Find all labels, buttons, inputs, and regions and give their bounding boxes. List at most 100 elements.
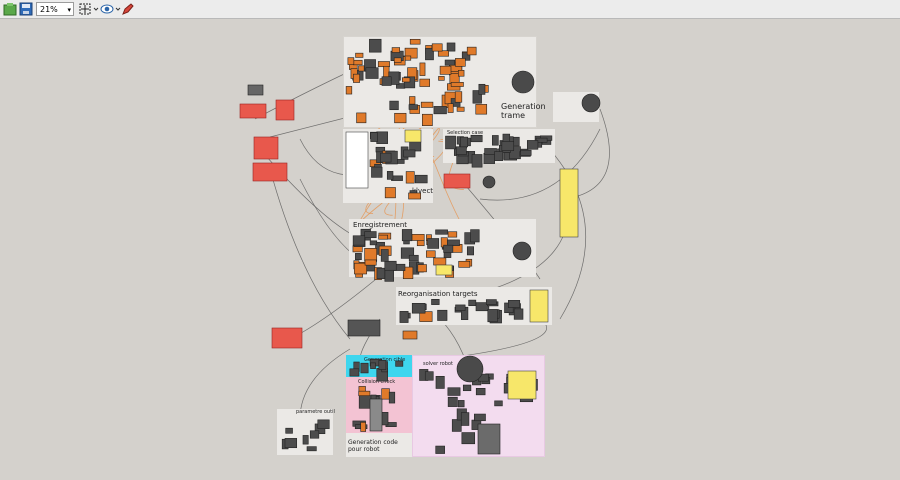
component-node[interactable] — [408, 254, 419, 262]
viewer-node[interactable] — [456, 355, 484, 383]
component-node[interactable] — [376, 267, 386, 279]
component-node[interactable] — [377, 61, 390, 68]
component-node[interactable] — [384, 187, 396, 199]
component-node[interactable] — [419, 311, 433, 322]
component-node[interactable] — [411, 234, 425, 241]
component-node[interactable] — [445, 135, 456, 150]
component-node[interactable] — [437, 50, 449, 57]
component-node[interactable] — [472, 90, 482, 104]
yellow-panel[interactable] — [559, 168, 579, 238]
parameter-block[interactable] — [443, 173, 471, 189]
component-node[interactable] — [458, 260, 471, 268]
component-node[interactable] — [419, 78, 431, 87]
parameter-block[interactable] — [239, 103, 267, 119]
component-node[interactable] — [454, 91, 463, 103]
component-node[interactable] — [400, 247, 415, 259]
component-node[interactable] — [380, 152, 392, 163]
component-node[interactable] — [513, 308, 524, 320]
component-node[interactable] — [458, 70, 465, 77]
component-node[interactable] — [411, 303, 426, 314]
component-node[interactable] — [402, 266, 414, 280]
component-node[interactable] — [433, 106, 447, 115]
component-node[interactable] — [391, 47, 400, 53]
sketch-pen-icon[interactable] — [121, 2, 135, 16]
component-node[interactable] — [358, 390, 371, 397]
component-node[interactable] — [447, 103, 454, 113]
viewer-node[interactable] — [482, 175, 496, 189]
component-node[interactable] — [409, 38, 421, 45]
component-node[interactable] — [443, 244, 454, 253]
component-node[interactable] — [459, 136, 468, 148]
component-node[interactable] — [401, 77, 411, 83]
component-node[interactable] — [431, 43, 443, 52]
component-node[interactable] — [487, 309, 498, 323]
component-node[interactable] — [460, 412, 470, 426]
component-node[interactable] — [426, 250, 436, 258]
yellow-panel[interactable] — [507, 370, 537, 400]
viewer-node[interactable] — [581, 93, 601, 113]
component-node[interactable] — [352, 235, 366, 246]
component-node[interactable] — [369, 38, 382, 53]
component-node[interactable] — [369, 240, 378, 246]
component-node[interactable] — [393, 57, 402, 63]
component-node[interactable] — [378, 360, 387, 370]
component-node[interactable] — [386, 171, 394, 180]
component-node[interactable] — [247, 84, 264, 96]
component-node[interactable] — [394, 112, 407, 124]
component-node[interactable] — [306, 446, 317, 452]
component-node[interactable] — [384, 260, 397, 271]
component-node[interactable] — [427, 238, 440, 249]
parameter-block[interactable] — [253, 136, 279, 160]
preview-eye-icon[interactable] — [100, 2, 114, 16]
component-node[interactable] — [433, 257, 447, 266]
component-node[interactable] — [309, 430, 320, 439]
component-node[interactable] — [447, 231, 458, 238]
component-node[interactable] — [370, 132, 378, 142]
component-node[interactable] — [408, 192, 421, 200]
component-node[interactable] — [447, 396, 458, 407]
component-node[interactable] — [457, 400, 465, 408]
component-node[interactable] — [364, 248, 378, 262]
component-node[interactable] — [345, 86, 353, 95]
component-node[interactable] — [365, 67, 379, 79]
component-node[interactable] — [508, 300, 521, 308]
component-node[interactable] — [456, 106, 465, 112]
component-node[interactable] — [425, 48, 434, 61]
component-node[interactable] — [471, 154, 483, 168]
component-node[interactable] — [451, 419, 462, 432]
component-node[interactable] — [483, 152, 495, 164]
component-node[interactable] — [302, 435, 309, 445]
component-node[interactable] — [475, 104, 488, 115]
component-node[interactable] — [358, 65, 365, 72]
component-node[interactable] — [381, 388, 390, 400]
component-node[interactable] — [403, 76, 416, 89]
component-node[interactable] — [438, 76, 445, 81]
component-node[interactable] — [501, 141, 515, 151]
component-node[interactable] — [381, 76, 392, 86]
component-node[interactable] — [444, 59, 456, 66]
component-node[interactable] — [317, 419, 330, 429]
component-node[interactable] — [437, 309, 448, 321]
component-node[interactable] — [399, 311, 409, 323]
component-node[interactable] — [439, 65, 452, 75]
cluster-node[interactable] — [347, 319, 381, 337]
yellow-panel[interactable] — [529, 289, 549, 323]
component-node[interactable] — [284, 438, 298, 449]
component-node[interactable] — [475, 302, 490, 312]
component-node[interactable] — [461, 52, 471, 61]
component-node[interactable] — [455, 146, 467, 155]
component-node[interactable] — [520, 149, 532, 156]
component-node[interactable] — [417, 264, 427, 273]
component-node[interactable] — [475, 388, 486, 396]
component-node[interactable] — [494, 400, 503, 407]
component-node[interactable] — [388, 391, 396, 404]
component-node[interactable] — [405, 171, 415, 184]
save-icon[interactable] — [19, 2, 33, 16]
component-node[interactable] — [414, 174, 428, 184]
component-node[interactable] — [370, 362, 376, 369]
component-node[interactable] — [402, 330, 418, 340]
component-node[interactable] — [420, 101, 434, 108]
component-node[interactable] — [461, 432, 476, 445]
wire[interactable] — [479, 128, 601, 201]
component-node[interactable] — [446, 239, 460, 246]
